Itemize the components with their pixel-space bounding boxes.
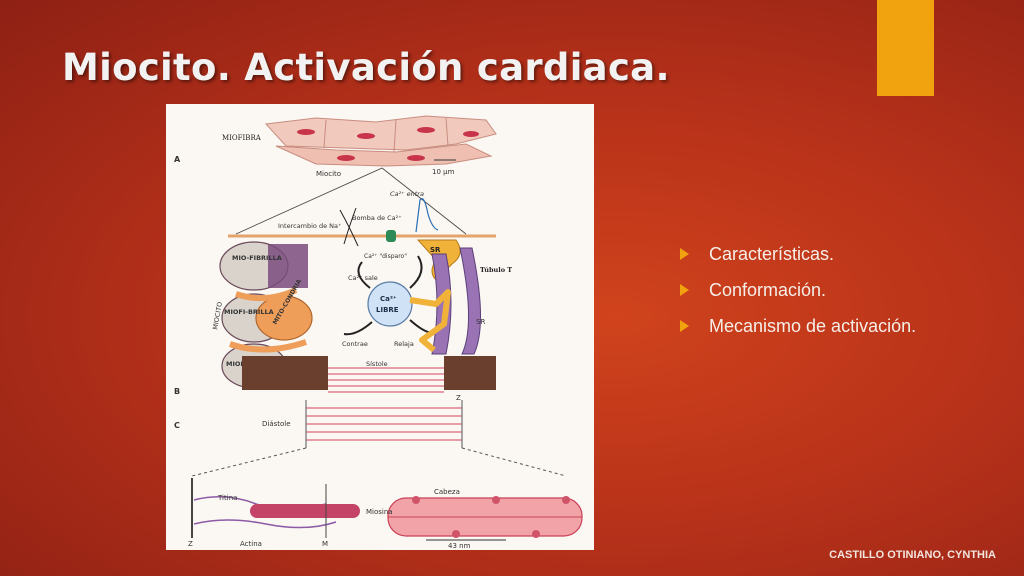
label-relaja: Relaja [394,340,414,348]
label-panel-b: B [174,387,180,396]
footer-author: CASTILLO OTINIANO, CYNTHIA [829,549,996,561]
label-sistole: Sístole [366,360,388,368]
triangle-bullet-icon [680,284,689,296]
label-ca-disparo: Ca²⁺ "disparo" [364,253,407,260]
bullet-item: Mecanismo de activación. [680,308,916,344]
label-miofibrilla-2: MIOFI-BRILLA [224,308,274,316]
label-cabeza: Cabeza [434,488,460,496]
myofibril-cylinder-left [242,356,328,390]
label-miofibrilla-1: MIO-FIBRILLA [232,254,282,262]
sarcoplasmic-reticulum-right [409,289,451,353]
sarcomere-systole [328,367,444,393]
label-diastole: Diástole [262,420,291,428]
slide-title: Miocito. Activación cardiaca. [62,46,670,89]
label-miofibra: MIOFIBRA [222,134,262,142]
calcium-channel [386,230,396,242]
label-panel-c: C [174,421,180,430]
myofiber-cells [264,115,497,167]
myofibril-cylinder-right [444,356,496,390]
label-miosina: Miosina [366,508,393,516]
label-contrae: Contrae [342,340,368,348]
label-sr-bottom: SR [476,318,485,326]
action-potential-trace [415,198,439,233]
label-miocito: Miocito [316,170,341,178]
accent-bar [877,0,934,96]
myocyte-diagram: MIOFIBRA A Miocito 10 µm Ca²⁺ entra Inte… [174,115,583,550]
label-z-bottom: Z [188,540,193,548]
bullet-item: Conformación. [680,272,916,308]
label-ca-entra: Ca²⁺ entra [390,190,424,198]
free-calcium-circle [367,281,413,327]
myocyte-figure: MIOFIBRA A Miocito 10 µm Ca²⁺ entra Inte… [166,104,594,550]
label-scale: 10 µm [432,168,455,176]
label-ca-sale: Ca²⁺ sale [348,274,378,282]
bullet-item: Características. [680,236,916,272]
bullet-text: Características. [709,243,835,264]
bullet-list: Características. Conformación. Mecanismo… [680,236,916,344]
label-panel-a: A [174,155,181,164]
myosin-zoom [387,496,583,538]
label-m-bottom: M [322,540,328,548]
sarcomere-diastole [305,400,463,448]
label-tubulo-t: Túbulo T [480,266,512,274]
label-z-mark: Z [456,394,461,402]
triangle-bullet-icon [680,320,689,332]
label-actina: Actina [240,540,262,548]
label-ca-libre-1: Ca²⁺ [380,295,397,303]
label-intercambio: Intercambio de Na⁺ [278,222,341,230]
bullet-text: Mecanismo de activación. [709,315,917,336]
myosin-filament [250,504,360,518]
label-ca-libre-2: LIBRE [376,306,399,314]
label-titina: Titina [217,494,237,502]
label-bomba: Bomba de Ca²⁺ [352,214,402,222]
label-sr-top: SR [430,246,441,254]
label-nm: 43 nm [448,542,471,550]
triangle-bullet-icon [680,248,689,260]
bullet-text: Conformación. [709,279,827,300]
